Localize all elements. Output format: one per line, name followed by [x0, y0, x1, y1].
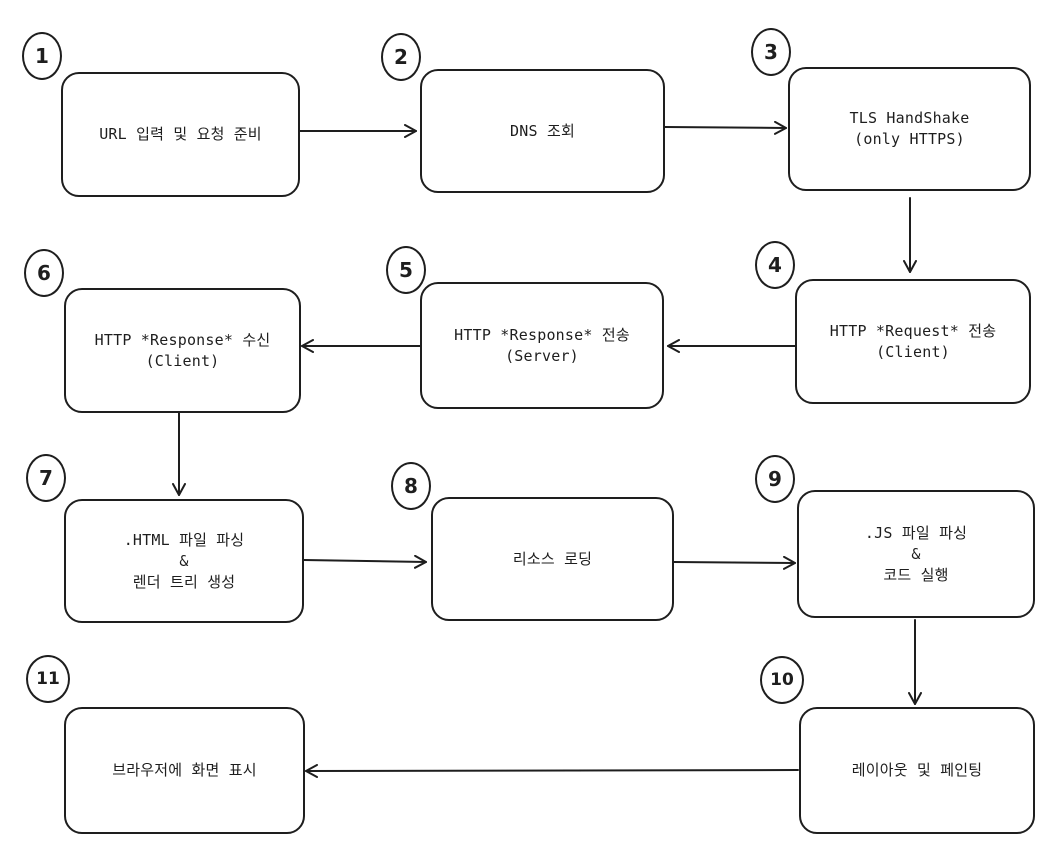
step-badge-11: 11 — [26, 655, 70, 703]
step-badge-5: 5 — [386, 246, 426, 294]
step-label-9: .JS 파일 파싱 & 코드 실행 — [864, 523, 968, 584]
step-label-8: 리소스 로딩 — [512, 549, 593, 568]
step-box-9: .JS 파일 파싱 & 코드 실행 — [797, 490, 1035, 618]
step-box-5: HTTP *Response* 전송 (Server) — [420, 282, 664, 409]
step-badge-7: 7 — [26, 454, 66, 502]
step-label-7: .HTML 파일 파싱 & 렌더 트리 생성 — [123, 530, 245, 591]
step-badge-2: 2 — [381, 33, 421, 81]
step-badge-1: 1 — [22, 32, 62, 80]
step-label-5: HTTP *Response* 전송 (Server) — [454, 325, 630, 365]
step-label-6: HTTP *Response* 수신 (Client) — [94, 330, 271, 370]
arrow-10-to-11 — [305, 763, 799, 778]
step-box-4: HTTP *Request* 전송 (Client) — [795, 279, 1031, 404]
step-label-10: 레이아웃 및 페인팅 — [851, 761, 983, 779]
step-badge-3: 3 — [751, 28, 791, 76]
step-badge-8: 8 — [391, 462, 431, 510]
step-badge-10: 10 — [760, 656, 804, 704]
step-box-11: 브라우저에 화면 표시 — [64, 707, 305, 834]
step-badge-9: 9 — [755, 455, 795, 503]
step-badge-4: 4 — [755, 241, 795, 289]
step-label-11: 브라우저에 화면 표시 — [112, 761, 257, 779]
step-label-4: HTTP *Request* 전송 (Client) — [829, 321, 997, 361]
arrow-8-to-9 — [673, 555, 796, 570]
step-label-1: URL 입력 및 요청 준비 — [99, 125, 262, 143]
step-box-6: HTTP *Response* 수신 (Client) — [64, 288, 301, 413]
arrow-7-to-8 — [303, 554, 427, 569]
step-box-10: 레이아웃 및 페인팅 — [799, 707, 1035, 834]
step-label-3: TLS HandShake (only HTTPS) — [849, 109, 970, 148]
step-box-1: URL 입력 및 요청 준비 — [61, 72, 300, 197]
step-badge-6: 6 — [24, 249, 64, 297]
step-label-2: DNS 조회 — [510, 121, 575, 140]
step-box-2: DNS 조회 — [420, 69, 665, 193]
step-box-8: 리소스 로딩 — [431, 497, 674, 621]
step-box-7: .HTML 파일 파싱 & 렌더 트리 생성 — [64, 499, 304, 623]
step-box-3: TLS HandShake (only HTTPS) — [788, 67, 1031, 191]
arrow-2-to-3 — [664, 120, 787, 135]
